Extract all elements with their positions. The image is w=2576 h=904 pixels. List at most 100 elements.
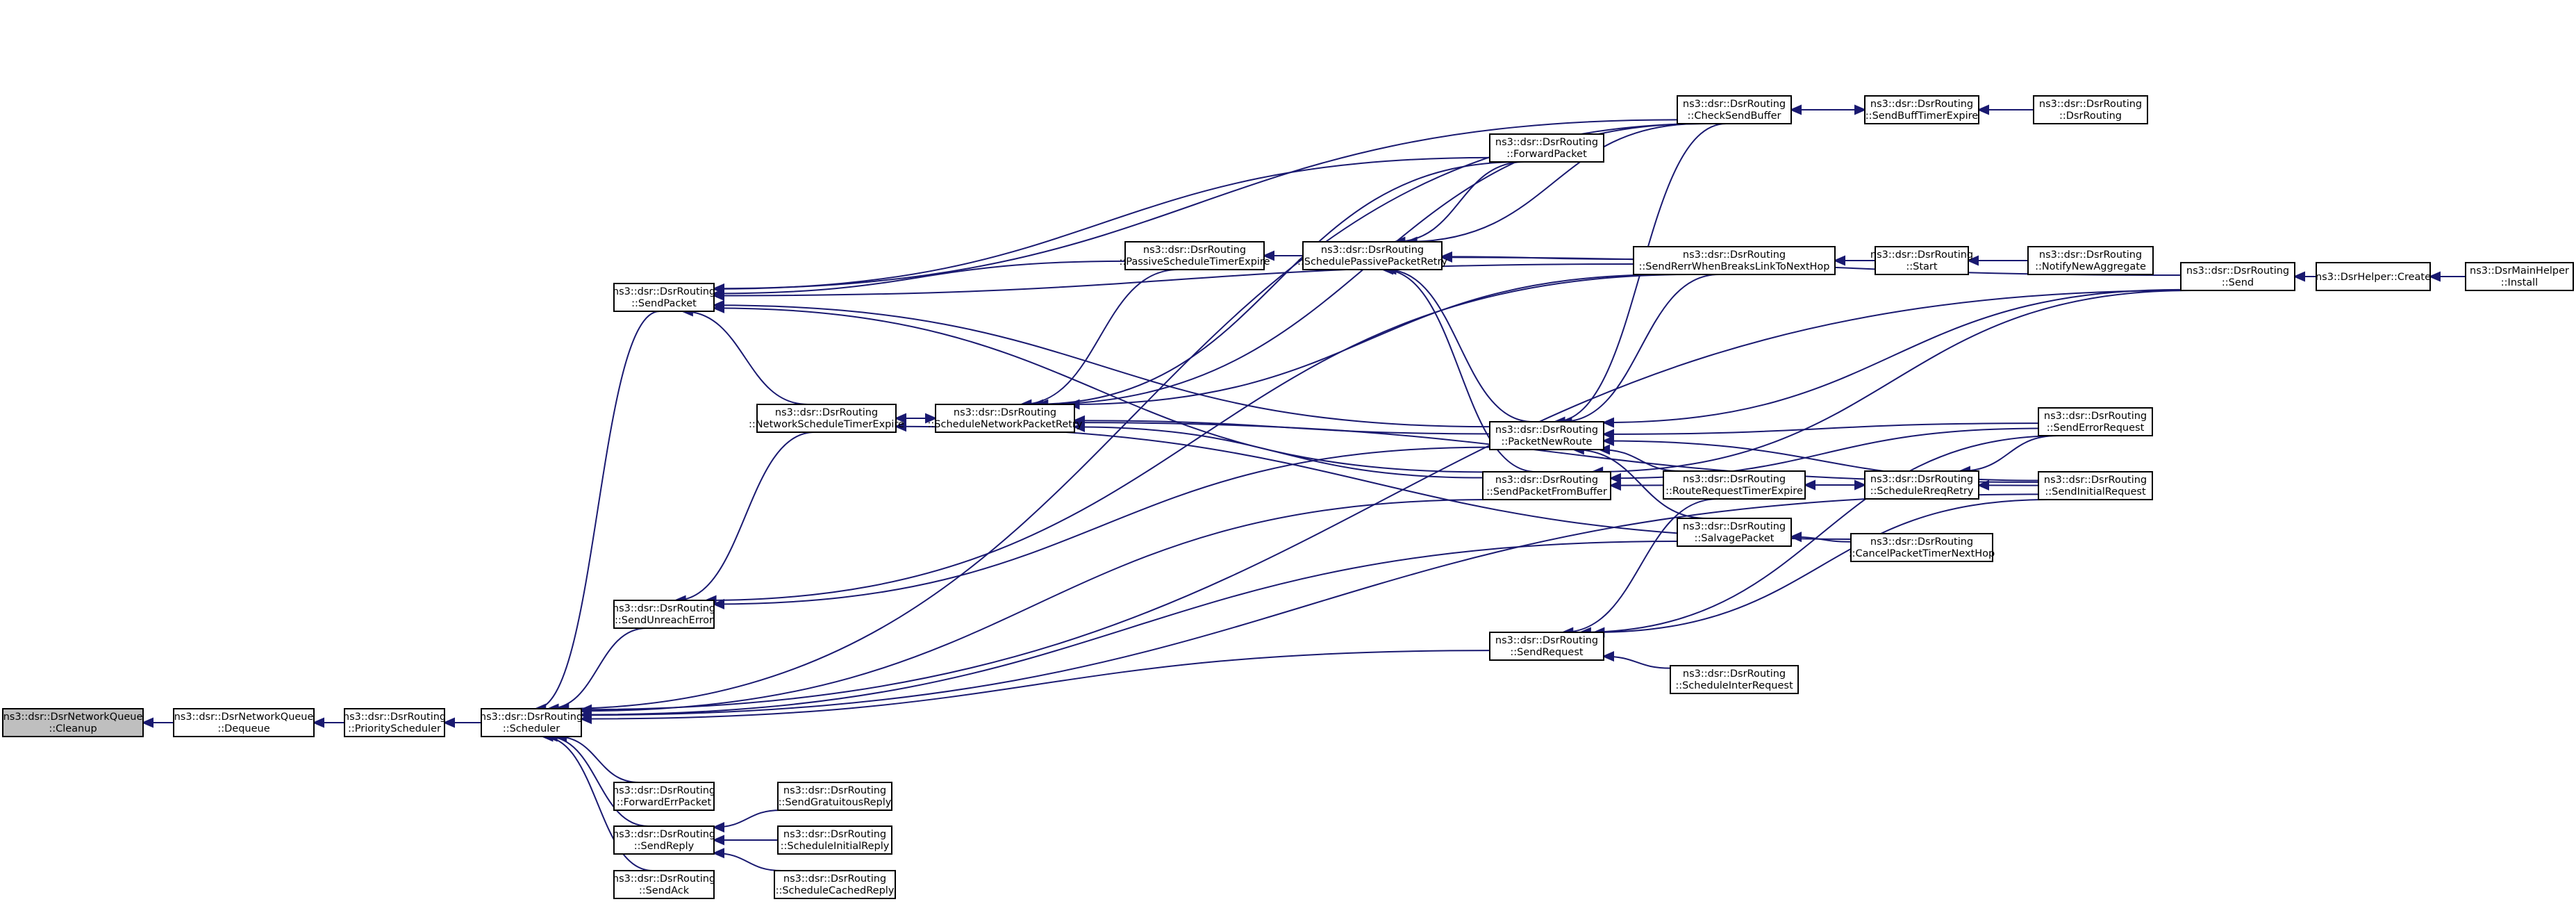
node-sendreply[interactable]: ns3::dsr::DsrRouting::SendReply xyxy=(613,825,715,855)
node-label-line2: ::Send xyxy=(2222,277,2254,288)
node-label-line1: ns3::dsr::DsrRouting xyxy=(1683,668,1786,680)
node-dequeue[interactable]: ns3::dsr::DsrNetworkQueue::Dequeue xyxy=(173,708,315,737)
edge-dequeue-to-cleanup xyxy=(141,717,174,728)
node-schednet[interactable]: ns3::dsr::DsrRouting::ScheduleNetworkPac… xyxy=(928,404,1083,433)
node-cancel[interactable]: ns3::dsr::DsrRouting::CancelPacketTimerN… xyxy=(1849,533,1995,562)
node-schedreq[interactable]: ns3::dsr::DsrRouting::ScheduleRreqRetry xyxy=(1864,470,1979,500)
edge-passivetimer-to-sendpacket xyxy=(712,260,1126,299)
edge-unreach-to-scheduler xyxy=(546,627,647,714)
arrowhead xyxy=(712,835,724,846)
node-box xyxy=(1633,246,1836,275)
node-checksend[interactable]: ns3::dsr::DsrRouting::CheckSendBuffer xyxy=(1677,95,1792,124)
node-label-line1: ns3::dsr::DsrRouting xyxy=(343,712,446,723)
node-unreach[interactable]: ns3::dsr::DsrRouting::SendUnreachError xyxy=(613,600,715,629)
node-label-line1: ns3::dsr::DsrRouting xyxy=(1870,536,1973,548)
node-cachedreply[interactable]: ns3::dsr::DsrRouting::ScheduleCachedRepl… xyxy=(774,870,896,899)
node-box xyxy=(2027,246,2154,275)
node-label-line1: ns3::dsr::DsrRouting xyxy=(1870,99,1973,110)
node-label-line2: ::ScheduleInterRequest xyxy=(1675,680,1793,691)
node-label-line2: ::Dequeue xyxy=(217,723,269,734)
node-box xyxy=(935,404,1075,433)
node-fwdpacket[interactable]: ns3::dsr::DsrRouting::ForwardPacket xyxy=(1489,133,1604,163)
node-scheduler[interactable]: ns3::dsr::DsrRouting::Scheduler xyxy=(480,708,583,737)
node-label-line2: ::SendPacketFromBuffer xyxy=(1486,486,1607,498)
node-box xyxy=(481,708,582,737)
node-label-line2: ::ScheduleCachedReply xyxy=(776,885,895,896)
arrowhead xyxy=(1609,480,1621,491)
node-initreply[interactable]: ns3::dsr::DsrRouting::ScheduleInitialRep… xyxy=(777,825,892,855)
edge-dsrrouting-to-sendbufftimer xyxy=(1977,104,2034,115)
node-label-line1: ns3::dsr::DsrRouting xyxy=(783,785,886,796)
node-sendrequest[interactable]: ns3::dsr::DsrRouting::SendRequest xyxy=(1489,632,1604,661)
node-gratuitous[interactable]: ns3::dsr::DsrRouting::SendGratuitousRepl… xyxy=(777,782,892,811)
node-cleanup[interactable]: ns3::dsr::DsrNetworkQueue::Cleanup xyxy=(2,708,144,737)
node-box xyxy=(173,708,315,737)
node-mainhelper[interactable]: ns3::DsrMainHelper::Install xyxy=(2465,262,2574,291)
edge-schedinter-to-sendrequest xyxy=(1602,651,1671,669)
node-label-line2: ::RouteRequestTimerExpire xyxy=(1665,486,1803,497)
edge-salvage-to-scheduler xyxy=(579,540,1678,721)
node-label-line1: ns3::dsr::DsrRouting xyxy=(2039,249,2142,261)
node-box xyxy=(1663,470,1806,500)
node-rreqtimer[interactable]: ns3::dsr::DsrRouting::RouteRequestTimerE… xyxy=(1663,470,1806,500)
node-label-line2: ::SendPacket xyxy=(631,298,697,309)
node-senderr[interactable]: ns3::dsr::DsrRouting::SendRerrWhenBreaks… xyxy=(1633,246,1836,275)
arrowhead xyxy=(1966,255,1979,266)
node-label-line1: ns3::dsr::DsrRouting xyxy=(613,286,715,297)
node-fwderr[interactable]: ns3::dsr::DsrRouting::ForwardErrPacket xyxy=(613,782,715,811)
node-salvage[interactable]: ns3::dsr::DsrRouting::SalvagePacket xyxy=(1677,518,1792,547)
node-passivetimer[interactable]: ns3::dsr::DsrRouting::PassiveScheduleTim… xyxy=(1119,241,1270,270)
node-sendinitial[interactable]: ns3::dsr::DsrRouting::SendInitialRequest xyxy=(2038,471,2153,500)
node-label-line2: ::PassiveScheduleTimerExpire xyxy=(1119,256,1270,268)
node-label-line2: ::Cleanup xyxy=(49,723,97,734)
edge-senderr-to-packetnewroute xyxy=(1559,274,1720,427)
edge-netsched-to-unreach xyxy=(674,432,815,606)
node-label-line2: ::SendBuffTimerExpire xyxy=(1865,110,1978,122)
node-sendbufftimer[interactable]: ns3::dsr::DsrRouting::SendBuffTimerExpir… xyxy=(1864,95,1979,124)
edge-cachedreply-to-sendreply xyxy=(712,848,782,871)
node-schedinter[interactable]: ns3::dsr::DsrRouting::ScheduleInterReque… xyxy=(1670,665,1799,694)
node-sendfrombuffer[interactable]: ns3::dsr::DsrRouting::SendPacketFromBuff… xyxy=(1482,471,1611,500)
node-helpercreate[interactable]: ns3::DsrHelper::Create xyxy=(2316,262,2431,291)
node-label-line2: ::CheckSendBuffer xyxy=(1688,110,1781,122)
edge-netsched-to-schednet xyxy=(895,413,938,424)
edge-checksend-to-sendpacket xyxy=(712,119,1678,294)
node-label-line2: ::Start xyxy=(1906,261,1938,272)
edge-checksend-to-sendbufftimer xyxy=(1791,104,1867,115)
node-box xyxy=(1124,241,1265,270)
node-netsched[interactable]: ns3::dsr::DsrRouting::NetworkScheduleTim… xyxy=(749,404,904,433)
arrowhead xyxy=(1440,252,1452,263)
arrowhead xyxy=(1597,444,1611,455)
edge-mainhelper-to-helpercreate xyxy=(2428,271,2466,282)
node-send[interactable]: ns3::dsr::DsrRouting::Send xyxy=(2180,262,2295,291)
node-label-line1: ns3::dsr::DsrRouting xyxy=(2039,99,2142,110)
node-packetnewroute[interactable]: ns3::dsr::DsrRouting::PacketNewRoute xyxy=(1489,421,1604,450)
arrowhead xyxy=(1072,417,1085,428)
node-notify[interactable]: ns3::dsr::DsrRouting::NotifyNewAggregate xyxy=(2027,246,2154,275)
node-label-line1: ns3::dsr::DsrRouting xyxy=(2044,475,2147,486)
edge-packetnewroute-to-unreach xyxy=(712,446,1490,609)
edge-gratuitous-to-sendreply xyxy=(712,810,781,833)
node-label-line2: ::ScheduleInitialReply xyxy=(781,841,890,852)
node-box xyxy=(613,825,715,855)
node-label-line1: ns3::dsr::DsrRouting xyxy=(1495,137,1598,148)
node-label-line1: ns3::dsr::DsrRouting xyxy=(1870,474,1973,485)
node-box xyxy=(1864,95,1979,124)
edge-helpercreate-to-send xyxy=(2293,271,2316,282)
arrowhead xyxy=(442,717,455,728)
edge-priority-to-dequeue xyxy=(312,717,344,728)
node-box xyxy=(774,870,896,899)
edge-fwdpacket-to-sendpacket xyxy=(712,156,1490,295)
node-sendpacket[interactable]: ns3::dsr::DsrRouting::SendPacket xyxy=(613,283,715,312)
node-start[interactable]: ns3::dsr::DsrRouting::Start xyxy=(1870,246,1973,275)
node-priority[interactable]: ns3::dsr::DsrRouting::PriorityScheduler xyxy=(343,708,446,737)
node-schedpassive[interactable]: ns3::dsr::DsrRouting::SchedulePassivePac… xyxy=(1297,241,1447,270)
edge-sendinitial-to-schedreq xyxy=(1977,479,2039,491)
node-label-line2: ::Install xyxy=(2501,277,2538,288)
edge-sendreply-to-scheduler xyxy=(545,731,649,827)
node-dsrrouting[interactable]: ns3::dsr::DsrRouting::DsrRouting xyxy=(2033,95,2148,124)
node-sendack[interactable]: ns3::dsr::DsrRouting::SendAck xyxy=(613,870,715,899)
node-senderrreq[interactable]: ns3::dsr::DsrRouting::SendErrorRequest xyxy=(2038,407,2153,436)
edge-rreqtimer-to-schedreq xyxy=(1805,479,1867,491)
arrowhead xyxy=(1833,255,1845,266)
